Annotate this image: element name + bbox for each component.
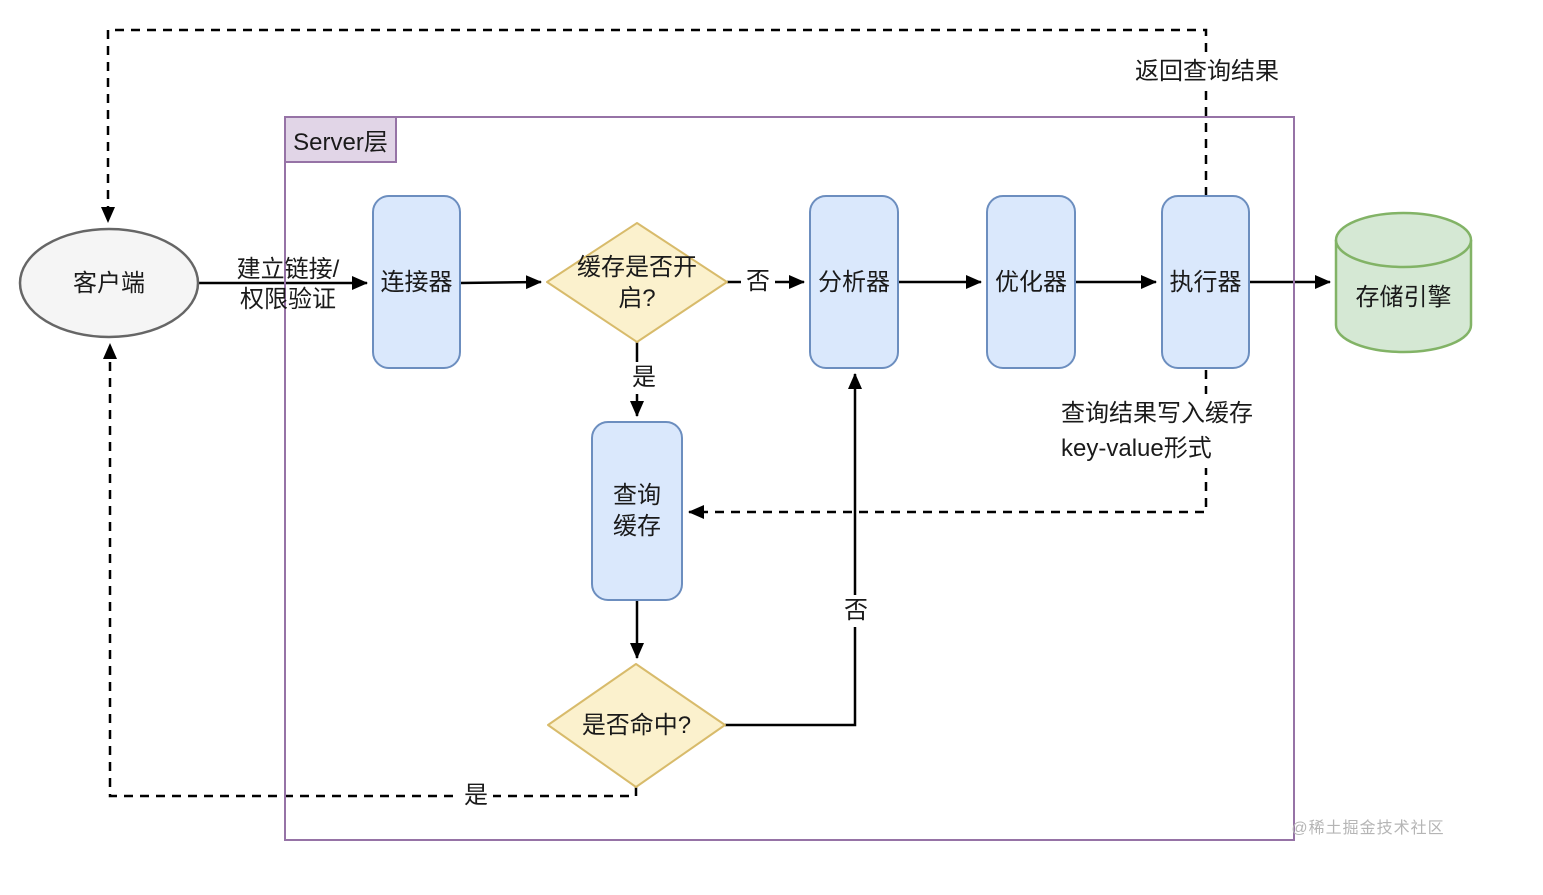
connector-node-shape (372, 195, 461, 369)
label-cache-enabled-yes: 是 (627, 362, 661, 394)
storage-engine-cylinder-top (1334, 211, 1473, 269)
label-write-cache: 查询结果写入缓存 key-value形式 (1057, 394, 1257, 468)
storage-engine-cylinder-body (1334, 240, 1473, 354)
server-layer-label: Server层 (293, 129, 388, 156)
client-node-shape (18, 227, 200, 339)
label-return-query-result: 返回查询结果 (1130, 56, 1284, 88)
edge-hit-check-to-analyzer (725, 373, 862, 727)
edge-executor-write-cache (688, 370, 1208, 519)
optimizer-node-shape (986, 195, 1076, 369)
executor-node-shape (1161, 195, 1250, 369)
edge-connector-to-cache-check (459, 275, 542, 290)
edge-executor-return-to-client (101, 28, 1208, 223)
label-establish-connection: 建立链接/ 权限验证 (236, 256, 340, 313)
watermark-text: @稀土掘金技术社区 (1291, 820, 1445, 837)
query-cache-node-shape (591, 421, 683, 601)
hit-check-decision-shape (547, 663, 726, 788)
label-cache-hit-yes: 是 (459, 780, 493, 812)
server-layer-box (284, 116, 1295, 841)
analyzer-node-shape (809, 195, 899, 369)
label-cache-miss-no: 否 (839, 595, 873, 627)
edge-hit-check-return-to-client (103, 343, 638, 798)
server-layer-label-box (284, 116, 397, 163)
label-cache-disabled-no: 否 (741, 266, 775, 298)
cache-check-decision-shape (546, 222, 728, 343)
